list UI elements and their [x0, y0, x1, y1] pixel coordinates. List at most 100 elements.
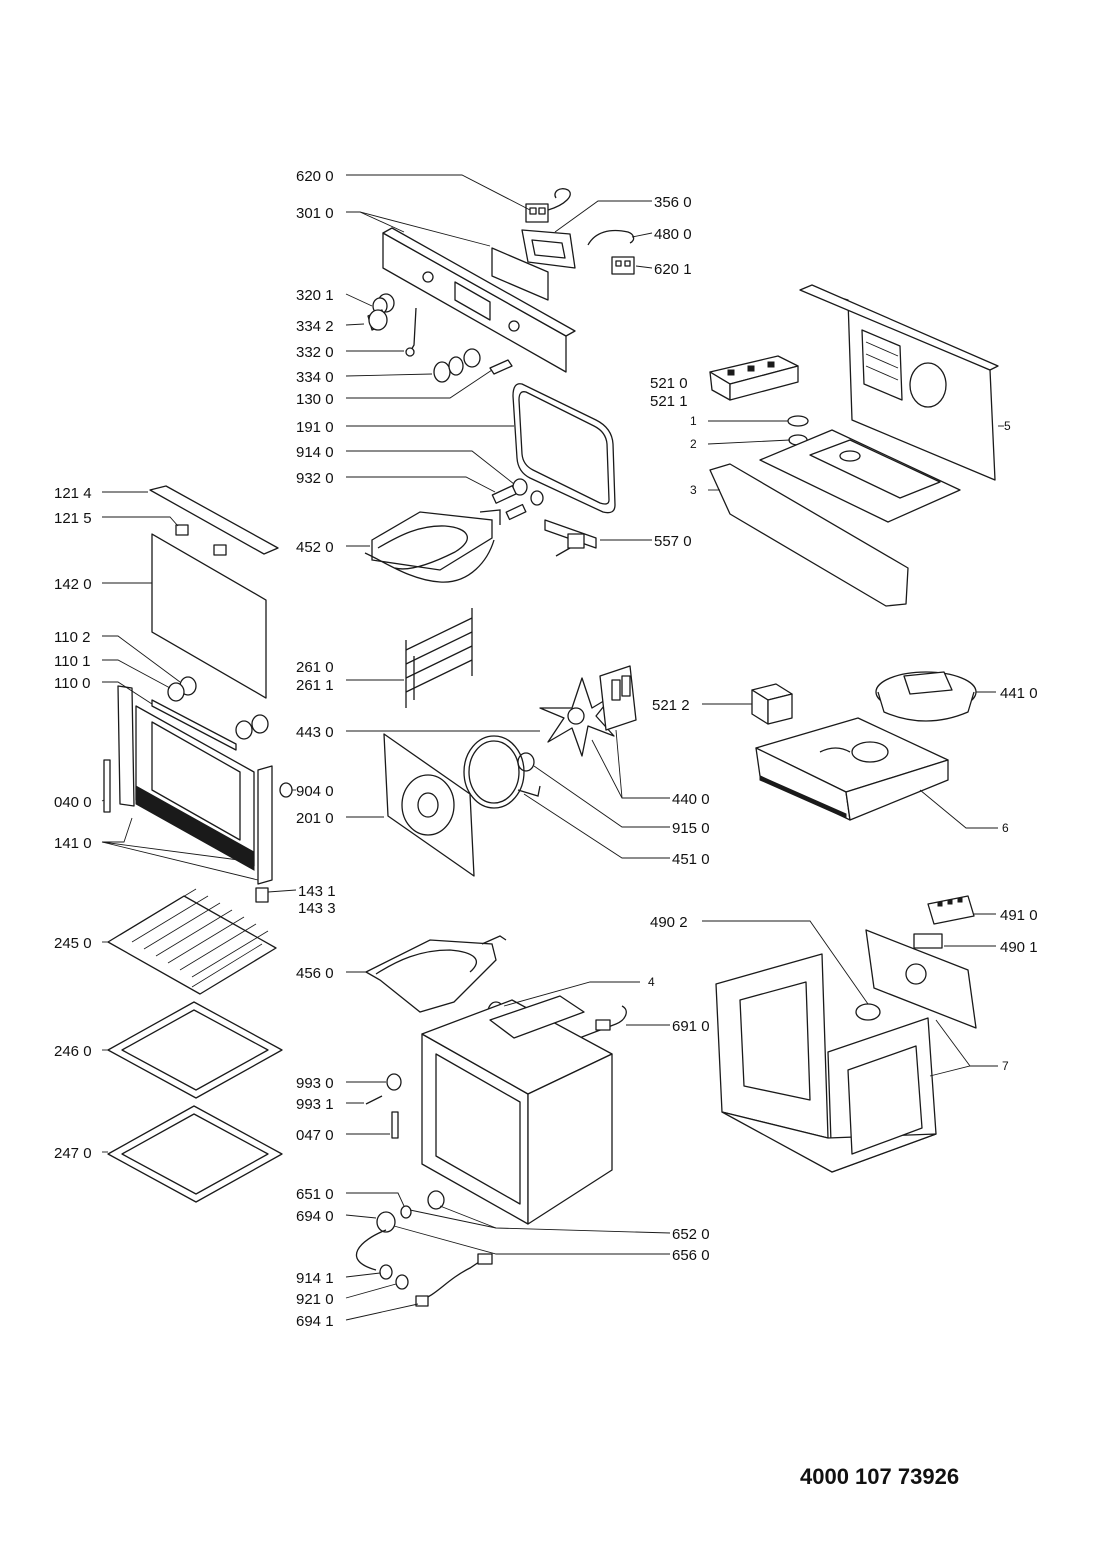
label-246-0: 246 0: [54, 1043, 92, 1060]
label-110-1: 110 1: [54, 653, 90, 670]
top-cover-6: [755, 717, 949, 821]
side-panel-490-1: [865, 929, 977, 1029]
label-245-0: 245 0: [54, 935, 92, 952]
electronic-board-521-0: [709, 355, 799, 401]
glass-support-110-1b: [235, 720, 253, 740]
spring-932-0: [491, 485, 527, 521]
label-620-0: 620 0: [296, 168, 334, 185]
clip-143-1: [255, 887, 269, 903]
label-1: 1: [690, 414, 697, 428]
wiring-480-0: [587, 229, 635, 246]
label-904-0: 904 0: [296, 783, 334, 800]
bottom-element-456-0: [364, 935, 507, 1013]
label-047-0: 047 0: [296, 1127, 334, 1144]
cooling-fan-441-0: [875, 671, 977, 722]
lamp-holder-652-0: [400, 1190, 445, 1219]
knob-334-2: [367, 309, 388, 331]
label-451-0: 451 0: [672, 851, 710, 868]
lamp-cover-656-0: [376, 1211, 396, 1233]
label-914-0: 914 0: [296, 444, 334, 461]
oven-cavity: [421, 995, 613, 1225]
label-490-1: 490 1: [1000, 939, 1038, 956]
label-652-0: 652 0: [672, 1226, 710, 1243]
sensor-691-0: [573, 1005, 627, 1041]
label-620-1: 620 1: [654, 261, 692, 278]
label-651-0: 651 0: [296, 1186, 334, 1203]
knob-334-0: [433, 348, 481, 383]
label-993-1: 993 1: [296, 1096, 334, 1113]
thermostat-557-0: [544, 519, 597, 557]
ring-914-1: [379, 1264, 393, 1280]
leader-lines: [101, 174, 1004, 1321]
nut-914-0: [512, 478, 544, 506]
document-number: 4000 107 73926: [800, 1464, 959, 1489]
label-141-0: 141 0: [54, 835, 92, 852]
label-110-2: 110 2: [54, 629, 90, 646]
label-932-0: 932 0: [296, 470, 334, 487]
ring-1: [787, 415, 809, 427]
label-557-0: 557 0: [654, 533, 692, 550]
label-656-0: 656 0: [672, 1247, 710, 1264]
label-040-0: 040 0: [54, 794, 92, 811]
callout-labels: 620 0 356 0 301 0 480 0 620 1 320 1 334 …: [54, 168, 1038, 1330]
terminal-block-491-0: [927, 895, 975, 925]
label-121-5: 121 5: [54, 510, 92, 527]
cable-694-0: [355, 1229, 387, 1271]
top-plate-3: [709, 429, 961, 607]
knob-904-0: [279, 782, 293, 798]
control-panel-301-0: [382, 227, 576, 373]
label-6: 6: [1002, 821, 1009, 835]
fan-blade-443-0: [539, 677, 615, 757]
label-301-0: 301 0: [296, 205, 334, 222]
grill-element-452-0: [364, 509, 501, 583]
ring-921-0: [395, 1274, 409, 1290]
label-491-0: 491 0: [1000, 907, 1038, 924]
door-glass-142-0: [151, 533, 267, 699]
screw-993-1: [365, 1095, 383, 1105]
strip-047-0: [391, 1111, 399, 1139]
door-profile-141-0: [257, 765, 273, 885]
label-521-0: 521 0: [650, 375, 688, 392]
label-5: 5: [1004, 419, 1011, 433]
label-914-1: 914 1: [296, 1270, 334, 1287]
label-332-0: 332 0: [296, 344, 334, 361]
label-521-2: 521 2: [652, 697, 690, 714]
label-143-3: 143 3: [298, 900, 336, 917]
label-121-4: 121 4: [54, 485, 92, 502]
label-261-1: 261 1: [296, 677, 334, 694]
label-456-0: 456 0: [296, 965, 334, 982]
fan-cover-201-0: [383, 733, 475, 877]
bracket-130-0: [489, 359, 513, 375]
side-rack-261-0: [405, 608, 473, 708]
label-4: 4: [648, 975, 655, 989]
label-452-0: 452 0: [296, 539, 334, 556]
selector-switch-620-0: [525, 188, 571, 223]
cable-694-1: [415, 1253, 493, 1307]
gasket-191-0: [512, 383, 616, 514]
label-2: 2: [690, 437, 697, 451]
label-247-0: 247 0: [54, 1145, 92, 1162]
module-box-521-2: [751, 683, 793, 725]
label-521-1: 521 1: [650, 393, 688, 410]
label-691-0: 691 0: [672, 1018, 710, 1035]
glass-support-110-1c: [251, 714, 269, 734]
label-440-0: 440 0: [672, 791, 710, 808]
label-694-0: 694 0: [296, 1208, 334, 1225]
outer-casing-7: [715, 953, 937, 1173]
rear-panel-5: [799, 284, 999, 481]
label-334-0: 334 0: [296, 369, 334, 386]
label-490-2: 490 2: [650, 914, 688, 931]
label-993-0: 993 0: [296, 1075, 334, 1092]
door-handle-121-4: [149, 485, 279, 555]
label-191-0: 191 0: [296, 419, 334, 436]
fan-motor-440-0: [599, 665, 637, 731]
handle-clips-121-5: [175, 524, 227, 556]
ring-element-451-0: [463, 735, 541, 809]
door-inner-frame-110-0: [135, 699, 255, 871]
label-480-0: 480 0: [654, 226, 692, 243]
label-3: 3: [690, 483, 697, 497]
hinge-040-0: [103, 685, 135, 813]
label-921-0: 921 0: [296, 1291, 334, 1308]
label-915-0: 915 0: [672, 820, 710, 837]
